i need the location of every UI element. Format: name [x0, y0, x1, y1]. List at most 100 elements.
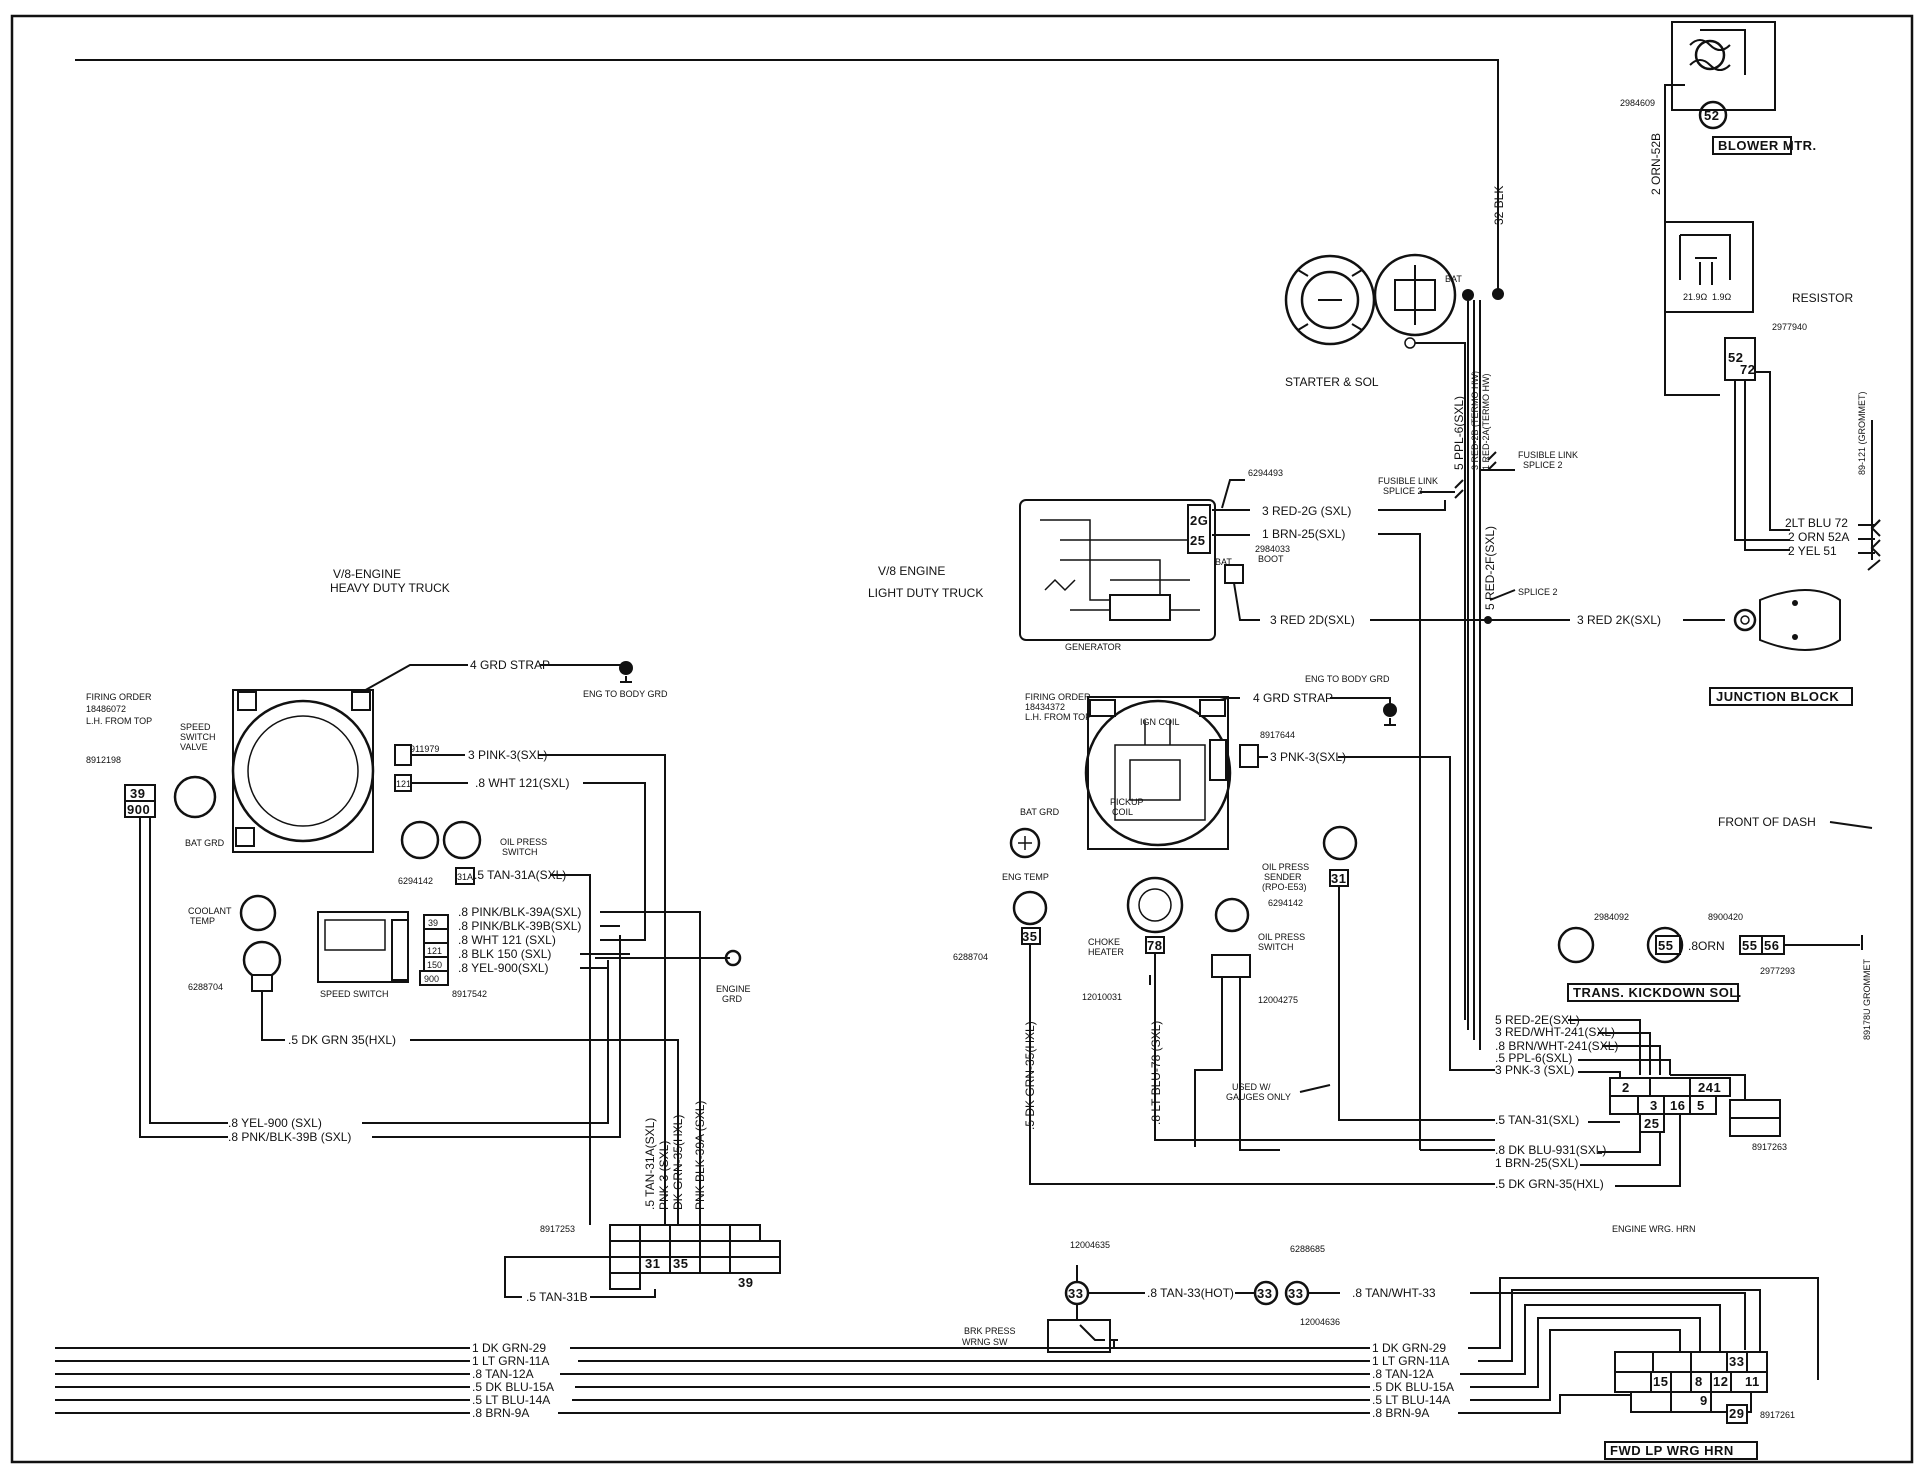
sender-label-2: SENDER [1264, 872, 1302, 882]
wire-hd-yel900: .8 YEL-900(SXL) [458, 961, 549, 975]
sender-part: 6294142 [1268, 898, 1303, 908]
engine-harness-connector: 2 241 3 16 5 25 8917263 [1609, 1077, 1787, 1152]
wire-orn52a: 2 ORN 52A [1788, 530, 1849, 544]
tk-c3: 56 [1764, 938, 1779, 953]
ld-title-1: V/8 ENGINE [878, 564, 945, 578]
hd-sc-39: 39 [428, 918, 438, 928]
wire-brn25b: 1 BRN-25(SXL) [1495, 1156, 1578, 1170]
trans-kickdown-sol: 55 2984092 8900420 .8ORN 55 56 2977293 T… [1557, 912, 1795, 1002]
hd-part-8917542: 8917542 [452, 989, 487, 999]
wire-hd-v3: DK GRN-35(HXL) [671, 1115, 685, 1210]
wire-bus-4b: .5 DK BLU-15A [1372, 1380, 1454, 1394]
gen-boot: BOOT [1258, 554, 1284, 564]
resistor: 21.9Ω 1.9Ω RESISTOR 52 72 2977940 [1664, 221, 1853, 381]
ehc-c5: 5 [1697, 1098, 1705, 1113]
wire-brn25: 1 BRN-25(SXL) [1262, 527, 1345, 541]
hd-part-6288704: 6288704 [188, 982, 223, 992]
ehc-c16: 16 [1670, 1098, 1685, 1113]
splice-2: SPLICE 2 [1518, 587, 1558, 597]
ld-bat-grd: BAT GRD [1009, 807, 1060, 859]
ld-ground-strap: 4 GRD STRAP [1253, 691, 1333, 705]
wire-ld-pnk3: 3 PNK-3(SXL) [1270, 750, 1346, 764]
hd-part-8911979: 8911979 [405, 744, 439, 754]
ehc-c25: 25 [1644, 1116, 1659, 1131]
gen-c2g: 2G [1190, 513, 1208, 528]
ld-firing-3: L.H. FROM TOP [1025, 712, 1091, 722]
hd-ground-strap: 4 GRD STRAP [470, 658, 550, 672]
wire-ppl6: 5 PPL-6(SXL) [1452, 396, 1466, 470]
choke-label-2: HEATER [1088, 947, 1124, 957]
hd-speed-switch-conn: 39 121 150 900 8917542 [419, 914, 487, 999]
hd-title-1: V/8-ENGINE [333, 567, 401, 581]
wire-bus-3b: .8 TAN-12A [1372, 1367, 1434, 1381]
hd-sc-900: 900 [424, 974, 439, 984]
hd-eng-grd-1: ENGINE [716, 984, 751, 994]
wire-grommet2: 89178U GROMMET [1862, 958, 1872, 1040]
used-gauges-2: GAUGES ONLY [1226, 1092, 1291, 1102]
choke-label-1: CHOKE [1088, 937, 1120, 947]
wire-orn52b: 2 ORN-52B [1649, 133, 1663, 195]
wire-tan31: .5 TAN-31(SXL) [1495, 1113, 1579, 1127]
hd-part-8912198: 8912198 [86, 755, 121, 765]
hd-speedsw-label: SPEED SWITCH [320, 989, 389, 999]
fusible-link-1: FUSIBLE LINK [1378, 476, 1438, 486]
resistor-t2: 1.9Ω [1712, 292, 1732, 302]
fusible-splice-2b: SPLICE 2 [1523, 460, 1563, 470]
wire-bus-6a: .8 BRN-9A [472, 1406, 529, 1420]
pickup: PICKUP [1110, 797, 1144, 807]
fwd-c11: 11 [1745, 1374, 1760, 1389]
wire-bus-4a: .5 DK BLU-15A [472, 1380, 554, 1394]
fwd-harness-label: FWD LP WRG HRN [1610, 1443, 1734, 1458]
hd-eng-grd-2: GRD [722, 994, 743, 1004]
hd-firing-2: 18486072 [86, 704, 126, 714]
brk-part-1: 12004635 [1070, 1240, 1110, 1250]
brk-c1: 33 [1068, 1286, 1083, 1301]
trans-kickdown-label: TRANS. KICKDOWN SOL. [1573, 985, 1742, 1000]
wire-hd-v1: .5 TAN-31A(SXL) [643, 1118, 657, 1210]
hd-sc-150: 150 [427, 960, 442, 970]
gen-c25: 25 [1190, 533, 1205, 548]
hd-speed-valve-1: SPEED [180, 722, 211, 732]
choke-c78: 78 [1147, 938, 1162, 953]
wire-red2k: 3 RED 2K(SXL) [1577, 613, 1661, 627]
wire-bus-5a: .5 LT BLU-14A [472, 1393, 550, 1407]
hd-sc-121: 121 [427, 946, 442, 956]
hd-speed-switch: SPEED SWITCH [317, 911, 409, 999]
hd-speed-valve-3: VALVE [180, 742, 208, 752]
hd-part-6294142: 6294142 [398, 876, 433, 886]
fusible-link-2: FUSIBLE LINK [1518, 450, 1578, 460]
brk-c3: 33 [1288, 1286, 1303, 1301]
wire-bus-1b: 1 DK GRN-29 [1372, 1341, 1446, 1355]
wire-red2a: 1 RED-2A(TERMO HW) [1481, 373, 1491, 470]
blower-motor: 52 2984609 BLOWER MTR. [1620, 21, 1817, 155]
ld-oilsw-label-1: OIL PRESS [1258, 932, 1305, 942]
wire-bus-2a: 1 LT GRN-11A [472, 1354, 549, 1368]
ld-eng-body-grd: ENG TO BODY GRD [1305, 674, 1390, 684]
wire-ltblu72: 2LT BLU 72 [1785, 516, 1848, 530]
ld-eng-temp-label: ENG TEMP [1002, 872, 1049, 882]
front-of-dash: FRONT OF DASH [1718, 815, 1816, 829]
hdc-c31: 31 [645, 1256, 660, 1271]
blower-label: BLOWER MTR. [1718, 138, 1817, 153]
ld-eng-temp: ENG TEMP 35 6288704 [953, 872, 1049, 962]
wire-hd-v2: PNK-3 (SXL) [657, 1141, 671, 1210]
choke-part: 12010031 [1082, 992, 1122, 1002]
fwd-c15: 15 [1653, 1374, 1668, 1389]
wire-ppl6b: .5 PPL-6(SXL) [1495, 1051, 1572, 1065]
gen-part-2984033: 2984033 [1255, 544, 1290, 554]
wire-bus-2b: 1 LT GRN-11A [1372, 1354, 1449, 1368]
hd-harness-connector: 31 35 39 8917253 [540, 1224, 781, 1290]
hd-tach-conn: 39 900 8912198 [86, 755, 156, 818]
choke-heater: CHOKE HEATER 78 12010031 [1082, 876, 1184, 1002]
wire-yel51: 2 YEL 51 [1788, 544, 1837, 558]
junction-block: JUNCTION BLOCK [1709, 589, 1853, 706]
resistor-c1: 52 [1728, 350, 1743, 365]
wire-dkgrn35b: .5 DK GRN-35(HXL) [1495, 1177, 1604, 1191]
wire-tan33: .8 TAN-33(HOT) [1147, 1286, 1234, 1300]
ld-oilsw-part: 12004275 [1258, 995, 1298, 1005]
gen-bat: BAT [1215, 557, 1232, 567]
wire-ld-dkgrn35: .5 DK GRN-35(HXL) [1023, 1021, 1037, 1130]
fwd-c29: 29 [1729, 1406, 1744, 1421]
resistor-part: 2977940 [1772, 322, 1807, 332]
